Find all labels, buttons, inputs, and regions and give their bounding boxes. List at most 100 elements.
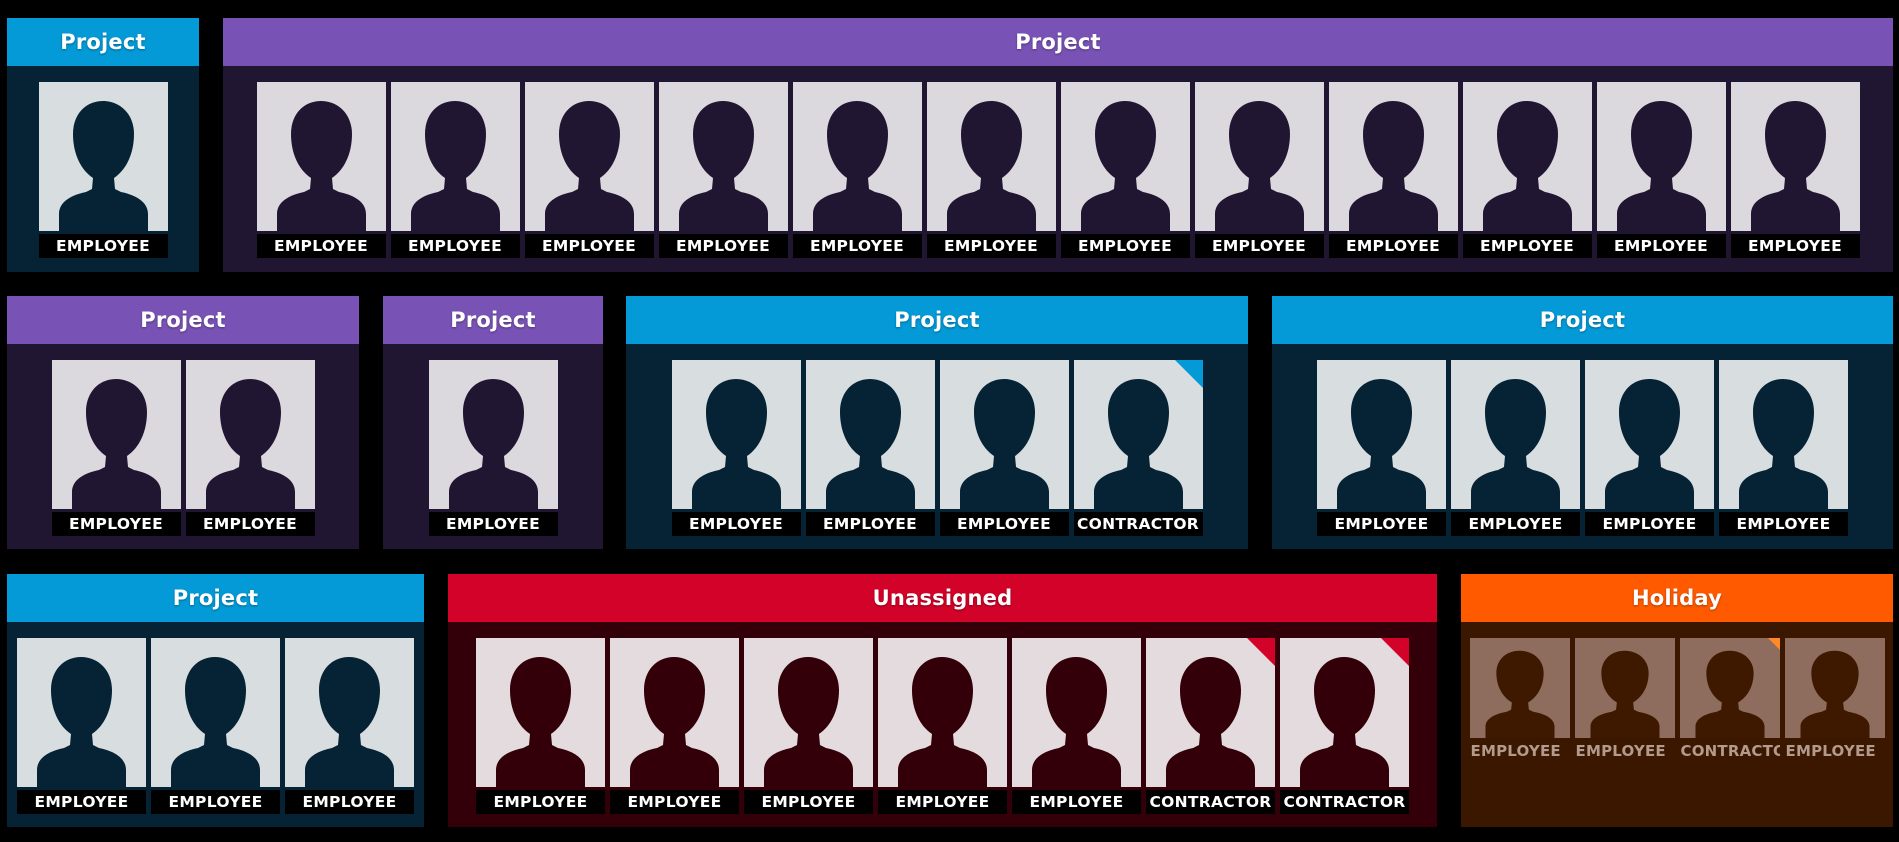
role-label: EMPLOYEE bbox=[926, 234, 1056, 258]
avatar bbox=[1719, 360, 1848, 509]
group-title: Project bbox=[223, 18, 1893, 66]
avatar bbox=[878, 638, 1007, 787]
person-silhouette-icon bbox=[496, 657, 585, 787]
role-label: EMPLOYEE bbox=[1328, 234, 1458, 258]
role-label: EMPLOYEE bbox=[878, 790, 1007, 814]
person-silhouette-icon bbox=[1348, 101, 1438, 231]
member-card[interactable]: EMPLOYEE bbox=[1462, 82, 1592, 258]
group-title: Project bbox=[1272, 296, 1893, 344]
member-card[interactable]: CONTRACTOR bbox=[1146, 638, 1275, 814]
member-card[interactable]: CONTRACTOR bbox=[1280, 638, 1409, 814]
person-silhouette-icon bbox=[410, 101, 500, 231]
avatar bbox=[17, 638, 146, 787]
avatar bbox=[524, 82, 654, 231]
group-title: Project bbox=[7, 574, 424, 622]
person-silhouette-icon bbox=[1482, 101, 1572, 231]
role-label: EMPLOYEE bbox=[1012, 790, 1141, 814]
person-silhouette-icon bbox=[959, 379, 1049, 509]
member-card[interactable]: EMPLOYEE bbox=[1194, 82, 1324, 258]
member-list: EMPLOYEE bbox=[7, 66, 199, 258]
member-card[interactable]: EMPLOYEE bbox=[658, 82, 788, 258]
person-silhouette-icon bbox=[946, 101, 1036, 231]
person-silhouette-icon bbox=[205, 379, 295, 509]
role-label: EMPLOYEE bbox=[1194, 234, 1324, 258]
member-card[interactable]: EMPLOYEE bbox=[1784, 638, 1885, 762]
member-card[interactable]: EMPLOYEE bbox=[390, 82, 520, 258]
avatar bbox=[1469, 638, 1570, 738]
member-card[interactable]: EMPLOYEE bbox=[744, 638, 873, 814]
person-silhouette-icon bbox=[1800, 650, 1869, 738]
avatar bbox=[1679, 638, 1780, 738]
member-card[interactable]: EMPLOYEE bbox=[939, 360, 1069, 536]
member-card[interactable]: EMPLOYEE bbox=[1585, 360, 1714, 536]
person-silhouette-icon bbox=[1590, 650, 1659, 738]
role-label: EMPLOYEE bbox=[1585, 512, 1714, 536]
member-card[interactable]: EMPLOYEE bbox=[524, 82, 654, 258]
member-card[interactable]: EMPLOYEE bbox=[185, 360, 315, 536]
member-card[interactable]: EMPLOYEE bbox=[1596, 82, 1726, 258]
member-card[interactable]: EMPLOYEE bbox=[1012, 638, 1141, 814]
avatar bbox=[792, 82, 922, 231]
member-card[interactable]: EMPLOYEE bbox=[878, 638, 1007, 814]
avatar bbox=[256, 82, 386, 231]
person-silhouette-icon bbox=[1093, 379, 1183, 509]
member-card[interactable]: EMPLOYEE bbox=[1328, 82, 1458, 258]
person-silhouette-icon bbox=[898, 657, 987, 787]
member-card[interactable]: EMPLOYEE bbox=[151, 638, 280, 814]
group-title: Project bbox=[626, 296, 1248, 344]
avatar bbox=[805, 360, 935, 509]
avatar bbox=[1784, 638, 1885, 738]
group-title: Project bbox=[7, 18, 199, 66]
member-card[interactable]: EMPLOYEE bbox=[671, 360, 801, 536]
person-silhouette-icon bbox=[448, 379, 538, 509]
avatar bbox=[390, 82, 520, 231]
member-card[interactable]: EMPLOYEE bbox=[285, 638, 414, 814]
member-card[interactable]: EMPLOYEE bbox=[610, 638, 739, 814]
person-silhouette-icon bbox=[71, 379, 161, 509]
member-card[interactable]: CONTRACTOR bbox=[1679, 638, 1780, 762]
member-card[interactable]: EMPLOYEE bbox=[1451, 360, 1580, 536]
member-card[interactable]: EMPLOYEE bbox=[51, 360, 181, 536]
member-card[interactable]: EMPLOYEE bbox=[792, 82, 922, 258]
member-card[interactable]: EMPLOYEE bbox=[1317, 360, 1446, 536]
role-label: EMPLOYEE bbox=[1719, 512, 1848, 536]
member-card[interactable]: EMPLOYEE bbox=[926, 82, 1056, 258]
person-silhouette-icon bbox=[1471, 379, 1560, 509]
role-label: CONTRACTOR bbox=[1073, 512, 1203, 536]
role-label: EMPLOYEE bbox=[1730, 234, 1860, 258]
role-label: EMPLOYEE bbox=[1451, 512, 1580, 536]
holiday-group[interactable]: HolidayEMPLOYEEEMPLOYEECONTRACTOREMPLOYE… bbox=[1461, 574, 1893, 827]
member-card[interactable]: EMPLOYEE bbox=[805, 360, 935, 536]
avatar bbox=[1317, 360, 1446, 509]
member-card[interactable]: EMPLOYEE bbox=[1730, 82, 1860, 258]
member-card[interactable]: EMPLOYEE bbox=[1574, 638, 1675, 762]
member-card[interactable]: EMPLOYEE bbox=[17, 638, 146, 814]
member-card[interactable]: EMPLOYEE bbox=[1719, 360, 1848, 536]
avatar bbox=[926, 82, 1056, 231]
role-label: EMPLOYEE bbox=[1469, 740, 1570, 762]
person-silhouette-icon bbox=[1214, 101, 1304, 231]
person-silhouette-icon bbox=[305, 657, 394, 787]
member-card[interactable]: EMPLOYEE bbox=[476, 638, 605, 814]
member-card[interactable]: EMPLOYEE bbox=[38, 82, 168, 258]
member-card[interactable]: EMPLOYEE bbox=[1469, 638, 1570, 762]
role-label: EMPLOYEE bbox=[1596, 234, 1726, 258]
member-card[interactable]: EMPLOYEE bbox=[256, 82, 386, 258]
avatar bbox=[610, 638, 739, 787]
member-card[interactable]: EMPLOYEE bbox=[428, 360, 558, 536]
member-card[interactable]: CONTRACTOR bbox=[1073, 360, 1203, 536]
avatar bbox=[1012, 638, 1141, 787]
person-silhouette-icon bbox=[37, 657, 126, 787]
member-card[interactable]: EMPLOYEE bbox=[1060, 82, 1190, 258]
avatar bbox=[1328, 82, 1458, 231]
avatar bbox=[1073, 360, 1203, 509]
